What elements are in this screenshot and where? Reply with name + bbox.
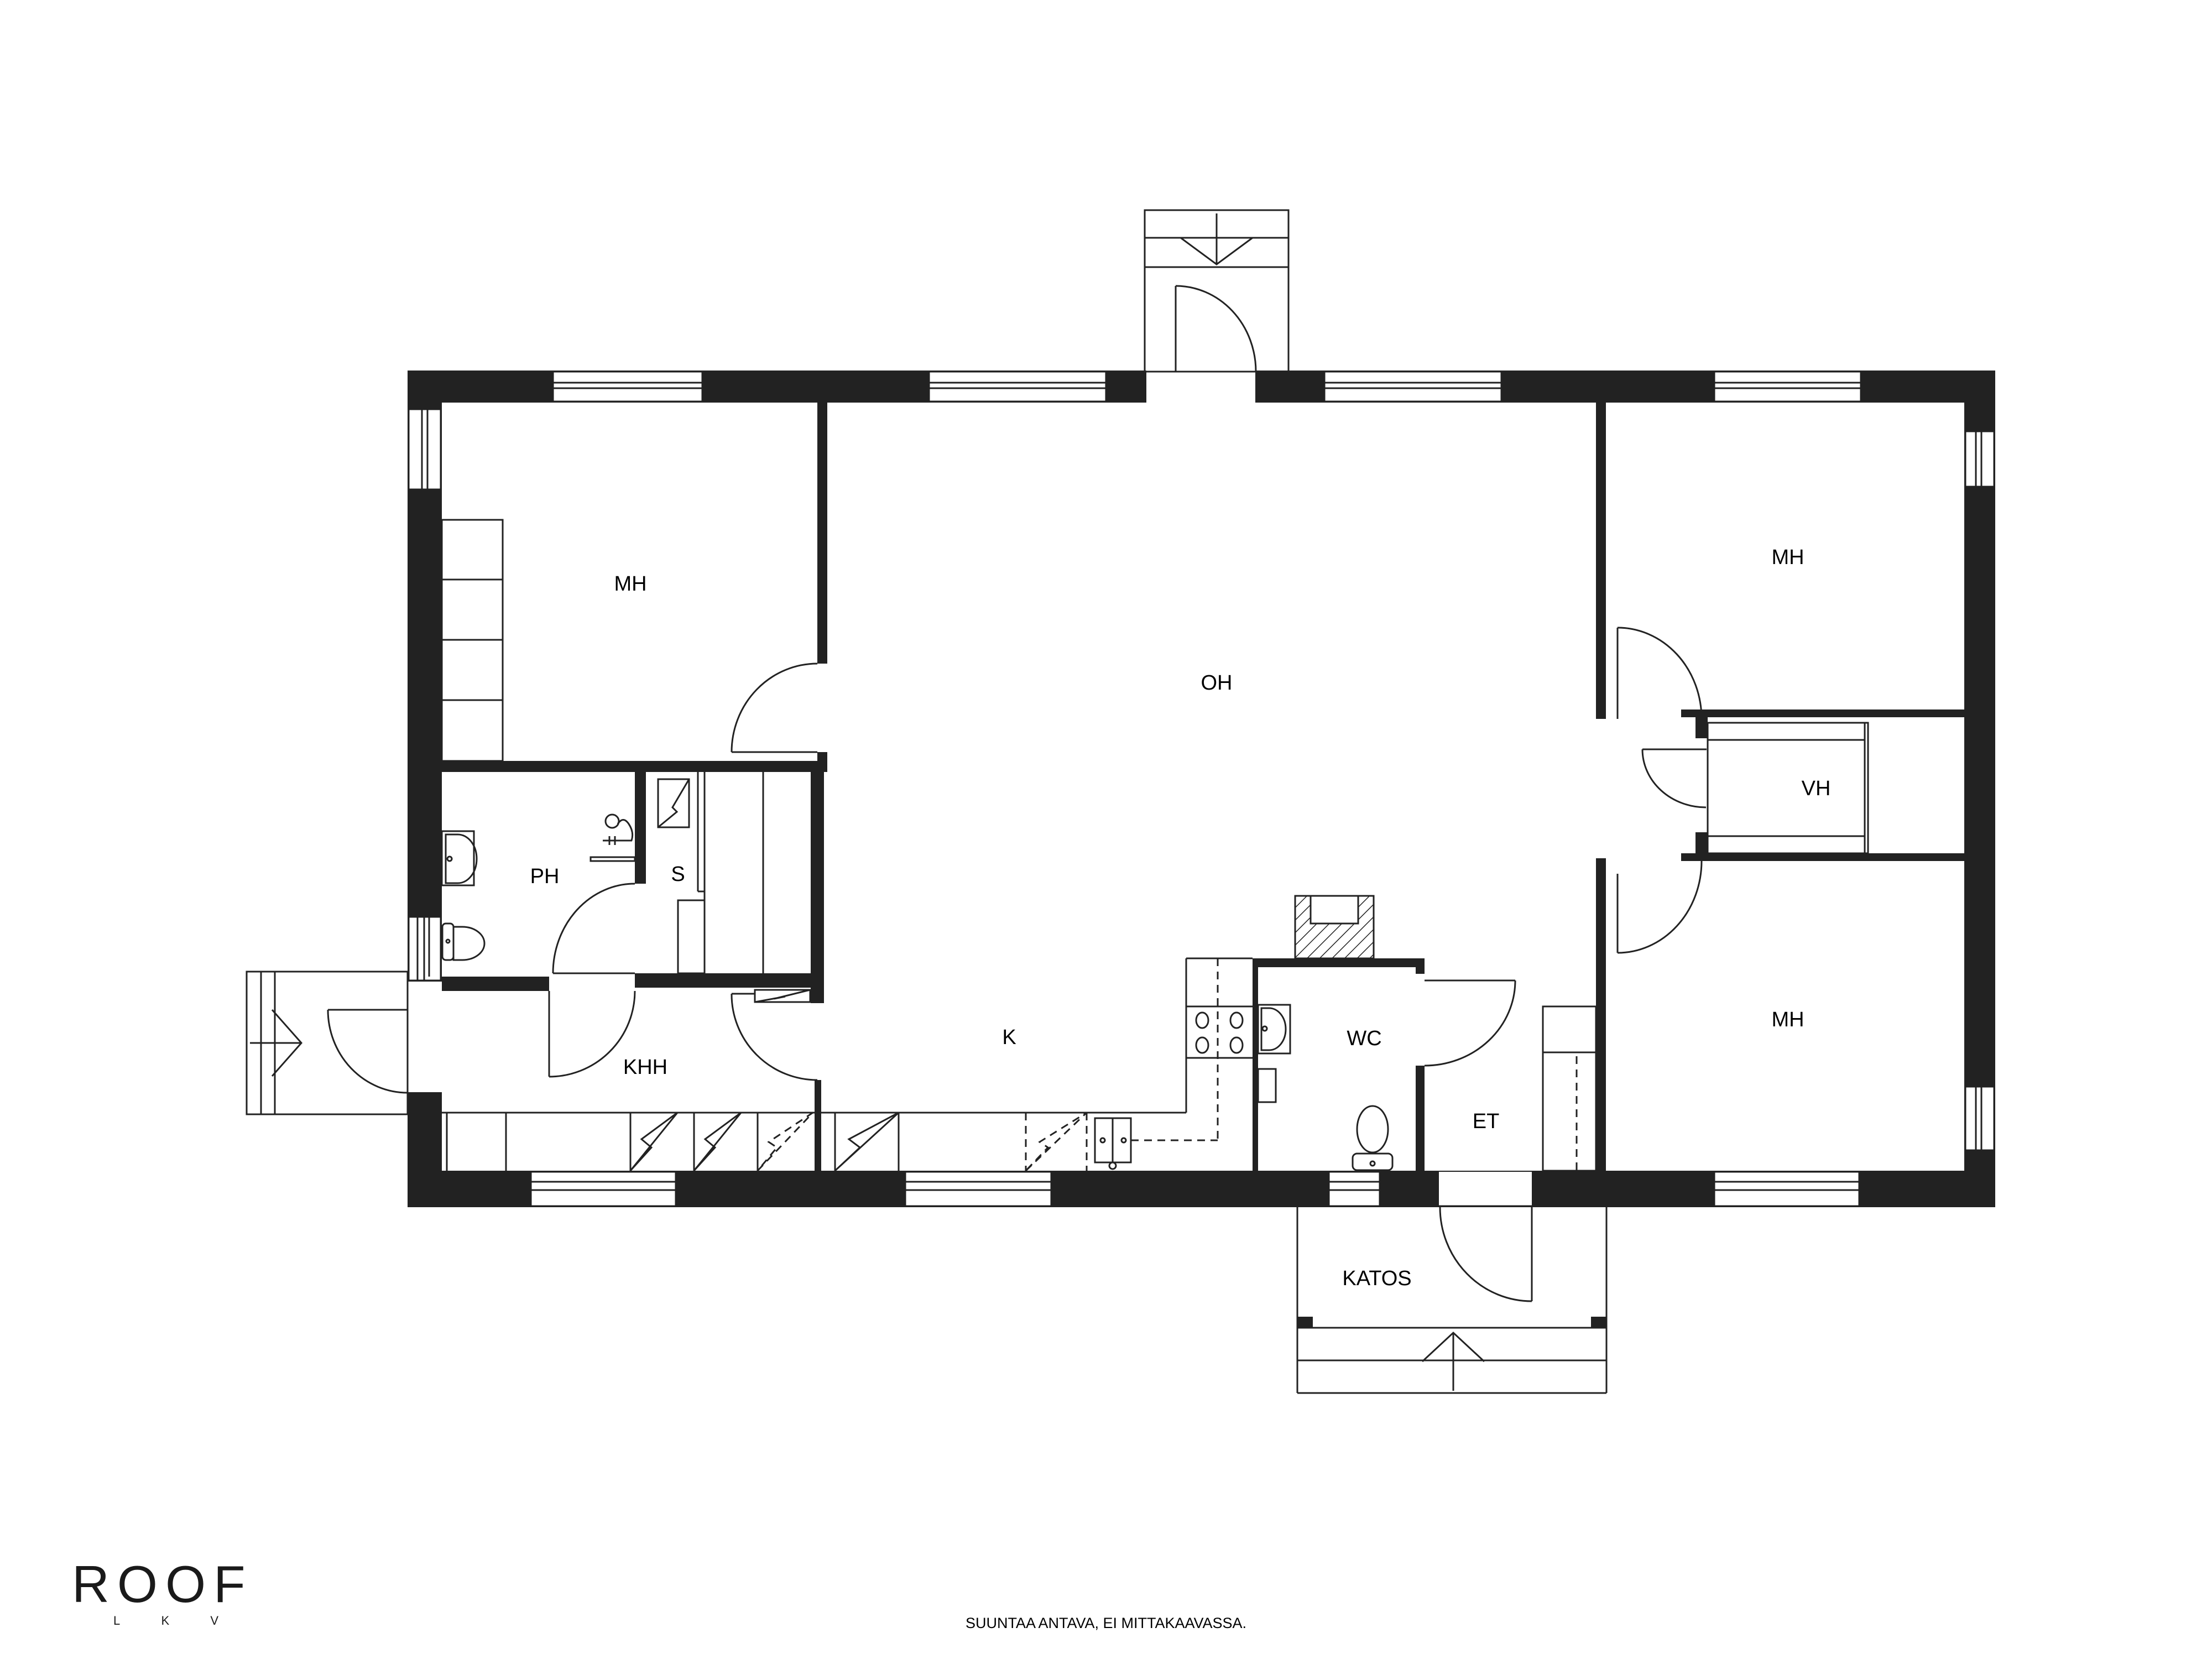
shower-icon [603, 813, 634, 845]
entrance-arrow-left-icon [250, 1009, 303, 1077]
scale-disclaimer: SUUNTAA ANTAVA, EI MITTAKAAVASSA. [965, 1615, 1247, 1631]
wardrobes [441, 519, 1869, 1172]
door-khh-k[interactable] [731, 993, 818, 1081]
door-vh[interactable] [1641, 748, 1707, 808]
appliance-icon [629, 1112, 1088, 1172]
fireplace-icon [1294, 895, 1375, 959]
roof-lkv-logo: ROOF L K V [72, 1558, 282, 1628]
room-label-katos: KATOS [1342, 1267, 1411, 1290]
sink-icon [1257, 1004, 1291, 1055]
logo-sub-letter: V [210, 1614, 218, 1627]
door-mh1[interactable] [731, 662, 818, 753]
utility-counter [442, 957, 1253, 1172]
room-label-khh: KHH [623, 1056, 667, 1079]
appliance-icon [754, 989, 811, 1003]
door-khh-exterior[interactable] [327, 1009, 408, 1094]
room-label-ph: PH [530, 865, 560, 888]
logo-sub-letter: L [113, 1614, 121, 1627]
door-wc[interactable] [1424, 979, 1516, 1067]
room-label-wc: WC [1347, 1027, 1381, 1050]
room-label-oh: OH [1201, 671, 1233, 695]
room-labels: MH OH MH VH PH S MH KHH K WC ET KATOS [530, 546, 1831, 1290]
toilet-icon [441, 922, 486, 961]
logo-sub-letter: K [161, 1614, 170, 1627]
north-entrance [1144, 209, 1290, 373]
doors [327, 627, 1707, 1302]
south-porch [1296, 1207, 1608, 1394]
door-north[interactable] [1175, 285, 1257, 372]
door-mh3[interactable] [1616, 860, 1703, 954]
toilet-icon [1352, 1105, 1394, 1171]
room-label-s: S [671, 863, 685, 886]
room-label-vh: VH [1802, 777, 1831, 800]
entrance-arrow-top-icon [1180, 213, 1253, 265]
sauna [657, 772, 811, 1003]
interior-walls [442, 403, 1964, 1171]
room-label-mh1: MH [614, 572, 646, 596]
windows [408, 371, 1995, 1207]
logo-sub-text: L K V [113, 1614, 218, 1628]
sink-icon [441, 830, 478, 886]
logo-main-text: ROOF [72, 1555, 253, 1613]
entrance-arrow-bottom-icon [1421, 1331, 1485, 1391]
door-ph[interactable] [552, 883, 635, 974]
sauna-heater-icon [657, 778, 690, 828]
room-label-k: K [1002, 1026, 1016, 1049]
wc-fixtures [1257, 1004, 1394, 1171]
door-et-exterior[interactable] [1439, 1207, 1533, 1302]
bathroom-fixtures [428, 772, 636, 977]
sink-icon [1094, 1117, 1132, 1170]
door-mh2[interactable] [1616, 627, 1703, 719]
room-label-mh3: MH [1771, 1008, 1804, 1031]
west-entrance [246, 971, 409, 1115]
room-label-mh2: MH [1771, 546, 1804, 569]
room-label-et: ET [1473, 1110, 1500, 1133]
stove-icon [1195, 1011, 1244, 1054]
door-khh-ph[interactable] [548, 990, 636, 1078]
